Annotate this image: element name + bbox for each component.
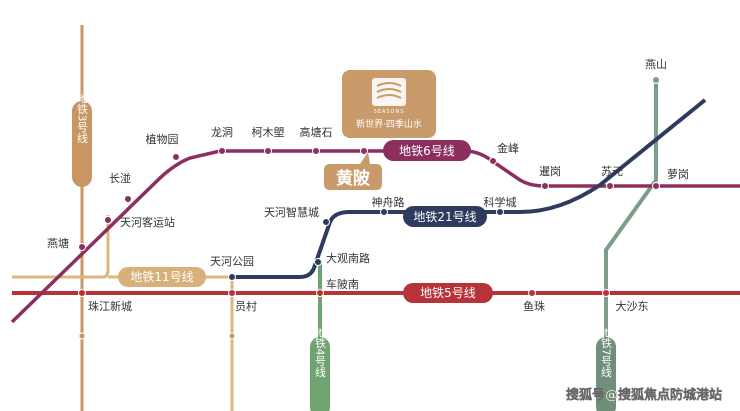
station-marker[interactable] (314, 258, 322, 266)
station-marker[interactable] (228, 273, 236, 281)
station-yantang[interactable]: 燕塘 (47, 236, 69, 250)
station-marker[interactable] (78, 289, 86, 297)
station-marker[interactable] (360, 147, 368, 155)
line-4-badge[interactable]: 地铁4号线 (310, 326, 330, 411)
line-21-badge[interactable]: 地铁21号线 (403, 206, 487, 227)
line-4-label: 地铁4号线 (314, 326, 327, 377)
station-kemulang[interactable]: 柯木塱 (252, 125, 285, 139)
metro-line-6 (10, 149, 740, 324)
station-marker[interactable] (541, 182, 549, 190)
station-marker[interactable] (652, 76, 660, 84)
station-luogang[interactable]: 萝岗 (667, 168, 689, 181)
station-marker[interactable] (528, 289, 536, 297)
station-marker[interactable] (264, 147, 272, 155)
line-3-label: 地铁3号线 (76, 92, 89, 143)
station-yuzhu[interactable]: 鱼珠 (523, 299, 545, 313)
station-marker[interactable] (78, 332, 86, 340)
station-marker[interactable] (322, 218, 330, 226)
station-dashadong[interactable]: 大沙东 (616, 299, 649, 313)
station-chebeinan[interactable]: 车陂南 (326, 277, 359, 291)
station-jinfeng[interactable]: 金峰 (497, 141, 519, 155)
station-marker[interactable] (489, 157, 497, 165)
line-7-badge[interactable]: 地铁7号线 (596, 326, 616, 411)
station-marker[interactable] (316, 289, 324, 297)
station-marker[interactable] (218, 147, 226, 155)
station-marker[interactable] (602, 289, 610, 297)
station-marker[interactable] (228, 332, 236, 340)
station-marker[interactable] (652, 182, 660, 190)
line-6-label: 地铁6号线 (399, 144, 455, 158)
station-markers (78, 76, 660, 340)
project-station-tag[interactable]: 黄陂 (324, 152, 382, 190)
station-marker[interactable] (172, 153, 180, 161)
station-gaotangshi[interactable]: 高塘石 (300, 125, 333, 139)
line-6-badge[interactable]: 地铁6号线 (383, 140, 471, 161)
station-marker[interactable] (496, 208, 504, 216)
line-5-label: 地铁5号线 (420, 286, 476, 300)
line-11-label: 地铁11号线 (130, 270, 193, 284)
station-zhujiangxincheng[interactable]: 珠江新城 (88, 299, 132, 313)
line-7-label: 地铁7号线 (600, 326, 613, 377)
station-shenzhoulu[interactable]: 神舟路 (372, 195, 405, 209)
station-suyuan[interactable]: 苏元 (601, 165, 623, 178)
station-marker[interactable] (124, 195, 132, 203)
project-logo[interactable]: SEASONS 新世界·四季山水 (342, 70, 436, 138)
metro-line-21 (232, 98, 707, 279)
station-marker[interactable] (380, 208, 388, 216)
line-5-badge[interactable]: 地铁5号线 (403, 283, 493, 303)
line-11-badge[interactable]: 地铁11号线 (118, 267, 206, 287)
station-marker[interactable] (606, 182, 614, 190)
station-marker[interactable] (104, 216, 112, 224)
metro-line-7 (604, 80, 658, 411)
line-3-badge[interactable]: 地铁3号线 (72, 92, 92, 187)
station-yuancun[interactable]: 员村 (235, 299, 257, 313)
station-longdong[interactable]: 龙洞 (211, 126, 233, 139)
station-marker[interactable] (312, 147, 320, 155)
line-21-label: 地铁21号线 (413, 210, 476, 224)
station-tianhegongyuan[interactable]: 天河公园 (210, 255, 254, 268)
station-yanshan[interactable]: 燕山 (645, 58, 667, 71)
watermark-text: 搜狐号@搜狐焦点防城港站 (566, 387, 722, 403)
station-changban[interactable]: 长湴 (109, 171, 131, 185)
station-kexuecheng[interactable]: 科学城 (484, 195, 517, 209)
station-marker[interactable] (228, 289, 236, 297)
project-station-name: 黄陂 (336, 168, 370, 189)
station-marker[interactable] (78, 243, 86, 251)
logo-brand: 新世界·四季山水 (356, 118, 422, 130)
station-tianhezhihuicheng[interactable]: 天河智慧城 (264, 205, 319, 219)
station-tianhekeyunzhan[interactable]: 天河客运站 (120, 215, 175, 229)
logo-subtitle: SEASONS (374, 109, 405, 115)
station-daguannanlu[interactable]: 大观南路 (326, 251, 370, 265)
station-xiagang[interactable]: 暹岗 (539, 165, 561, 178)
metro-line-11 (12, 215, 234, 411)
station-zhiwuyuan[interactable]: 植物园 (146, 132, 179, 146)
